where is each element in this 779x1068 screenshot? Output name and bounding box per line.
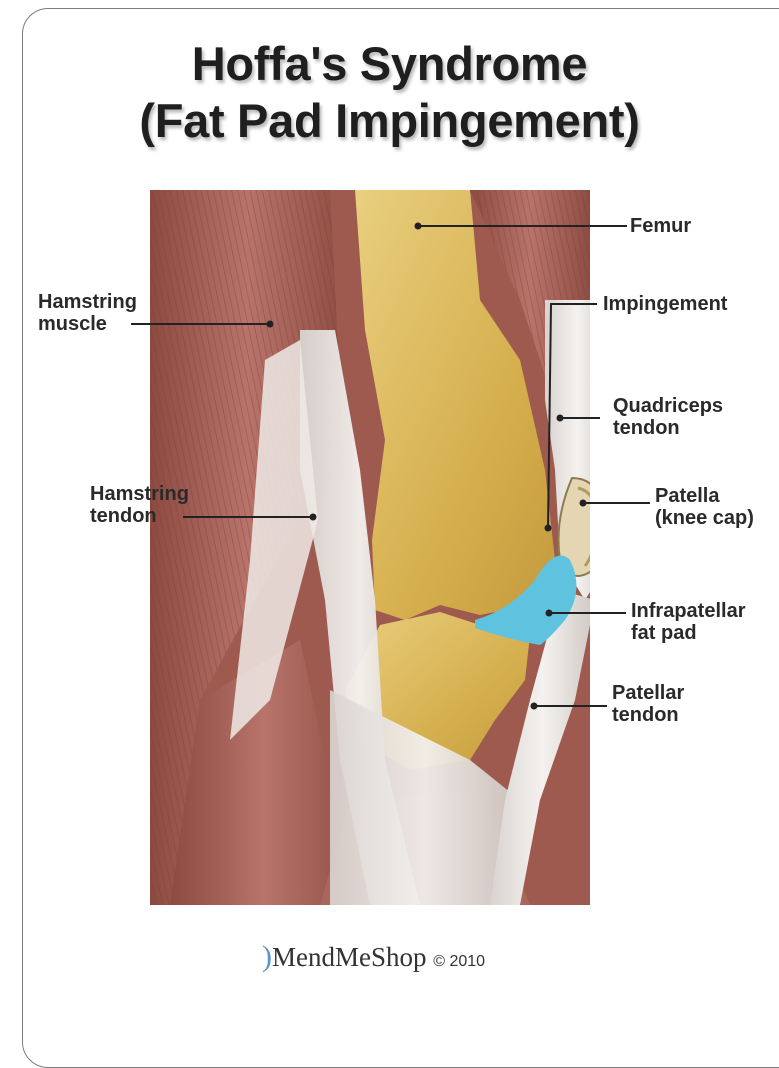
label-hamstring-muscle-line2: muscle [38, 314, 107, 335]
label-femur: Femur [630, 216, 691, 237]
leader-dot-patella [581, 501, 586, 506]
label-hamstring-muscle-line1: Hamstring [38, 292, 137, 313]
leader-dot-impingement [546, 526, 551, 531]
swoosh-logo-icon: ) [262, 940, 272, 973]
label-patella-line2: (knee cap) [655, 508, 754, 529]
brand-credit: )MendMeShop © 2010 [262, 940, 485, 974]
leader-dot-patellar-tendon [532, 704, 537, 709]
leader-dot-femur [416, 224, 421, 229]
label-patellar-tendon-line1: Patellar [612, 683, 684, 704]
label-patellar-tendon-line2: tendon [612, 705, 679, 726]
label-patella-line1: Patella [655, 486, 719, 507]
brand-name: MendMeShop [272, 942, 427, 972]
leader-dot-hamstring-muscle [268, 322, 273, 327]
leader-dot-quadriceps-tendon [558, 416, 563, 421]
leader-dot-hamstring-tendon [311, 515, 316, 520]
label-hamstring-tendon-line1: Hamstring [90, 484, 189, 505]
label-hamstring-tendon-line2: tendon [90, 506, 157, 527]
label-fat-pad-line1: Infrapatellar [631, 601, 745, 622]
label-quadriceps-tendon-line1: Quadriceps [613, 396, 723, 417]
leader-dot-fat-pad [547, 611, 552, 616]
copyright-text: © 2010 [433, 953, 485, 970]
label-impingement: Impingement [603, 294, 727, 315]
label-fat-pad-line2: fat pad [631, 623, 697, 644]
label-quadriceps-tendon-line2: tendon [613, 418, 680, 439]
